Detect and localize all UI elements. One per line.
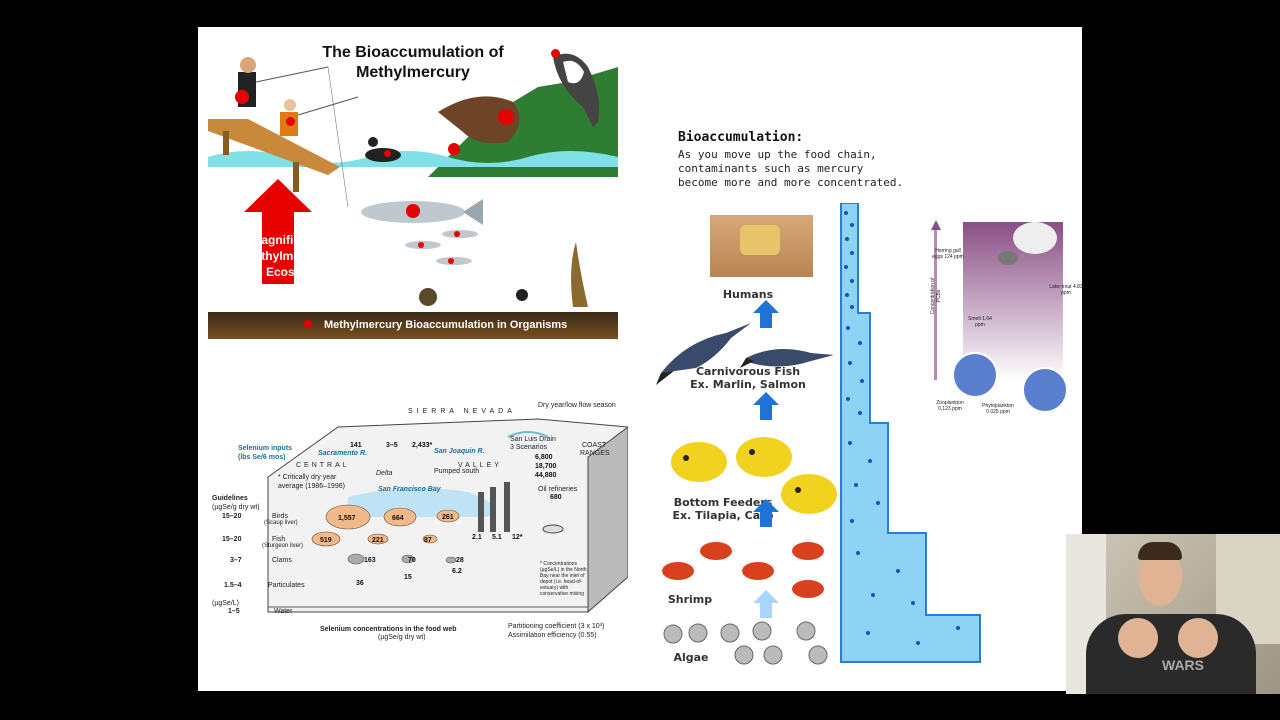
arrow-up-icon	[753, 392, 779, 420]
red-dot	[498, 109, 514, 125]
level-algae: Algae	[673, 651, 709, 664]
pcb-phytoplankton: Phytoplankton 0.025 ppm	[982, 403, 1014, 415]
bioaccumulation-heading: Bioaccumulation:	[678, 130, 804, 145]
pcb-herring: Herring gull eggs 124 ppm	[932, 248, 964, 260]
pcb-axis-label: Concentration of PCBs	[930, 277, 942, 315]
shrimp-illustration	[662, 542, 824, 598]
level-shrimp: Shrimp	[667, 593, 713, 606]
sediment-band	[208, 312, 618, 339]
selenium-caption: Selenium concentrations in the food web	[320, 626, 457, 633]
shirt-text: WARS	[1162, 657, 1204, 673]
red-dot	[551, 49, 560, 58]
methylmercury-diagram: The Bioaccumulation of Methylmercury	[208, 27, 618, 339]
bottom-feeder-fish-illustration	[671, 437, 837, 514]
red-dot	[235, 90, 249, 104]
methylmercury-title: The Bioaccumulation of Methylmercury	[298, 43, 528, 83]
methylmercury-scene	[208, 53, 618, 307]
biomagnification-label: Biomagnification of Methylmercury in the…	[229, 233, 331, 279]
humans-photo	[710, 215, 813, 277]
algae-illustration	[663, 621, 828, 665]
selenium-food-web-diagram: SIERRA NEVADA Dry year/low flow season S…	[208, 397, 628, 657]
red-dot	[406, 204, 420, 218]
arrow-up-icon	[753, 590, 779, 618]
arrow-up-icon	[753, 499, 779, 527]
methylmercury-legend: Methylmercury Bioaccumulation in Organis…	[324, 319, 568, 331]
bioaccumulation-text: As you move up the food chain, contamina…	[678, 148, 904, 189]
red-dot	[418, 242, 424, 248]
pcb-zooplankton: Zooplankton 0.123 ppm	[936, 400, 964, 412]
legend-dot	[304, 320, 312, 328]
red-dot	[384, 150, 391, 157]
slide: The Bioaccumulation of Methylmercury	[198, 27, 1083, 691]
red-dot	[454, 231, 460, 237]
webcam-overlay: WARS	[1066, 534, 1280, 694]
title-line-2: Methylmercury	[356, 64, 470, 81]
level-bottom-feeders: Bottom Feeders Ex. Tilapia, Carp	[672, 496, 774, 522]
marlin-fish-illustration	[656, 323, 834, 385]
pcb-smelt: Smelt 1.04 ppm	[968, 316, 992, 328]
red-dot	[448, 258, 454, 264]
arrow-up-icon	[753, 300, 779, 328]
concentration-staircase	[840, 203, 981, 663]
level-humans: Humans	[722, 288, 774, 301]
red-dot	[448, 143, 460, 155]
title-line-1: The Bioaccumulation of	[322, 44, 504, 61]
red-dot	[286, 117, 295, 126]
pcb-trout: Lake trout 4.83 ppm	[1049, 284, 1083, 296]
level-carnivorous-fish: Carnivorous Fish Ex. Marlin, Salmon	[690, 365, 806, 391]
pcb-food-web: Concentration of PCBs Herring gull eggs …	[930, 220, 1083, 420]
selenium-season: Dry year/low flow season	[538, 402, 616, 409]
